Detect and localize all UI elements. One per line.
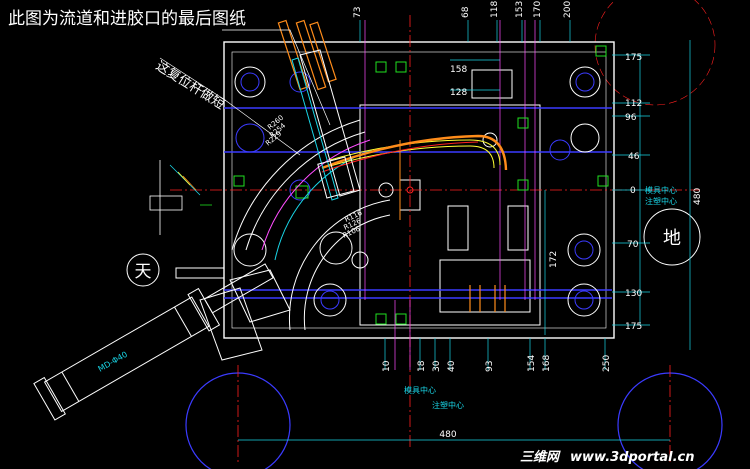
dim-bottom-168: 168 [542, 355, 552, 372]
dim-top-170: 170 [533, 1, 543, 18]
blue-bands [224, 107, 612, 299]
hydraulic-cylinder [33, 263, 291, 421]
runner [329, 139, 501, 220]
center-lines [170, 15, 700, 465]
plate-holes [233, 66, 601, 317]
title-note: 此图为流道和进胶口的最后图纸 [8, 9, 246, 29]
dim-128: 128 [450, 88, 467, 98]
dim-right-46: 46 [628, 152, 640, 162]
leader-lines [159, 29, 331, 156]
dim-top-153: 153 [515, 1, 525, 18]
dim-top-68: 68 [461, 6, 471, 18]
inject-center-right: 注塑中心 [645, 196, 677, 206]
dimension-lines [238, 20, 691, 441]
side-note: 这复位杆做短 [153, 58, 228, 113]
dim-right-130: 130 [625, 289, 642, 299]
dim-top-118: 118 [490, 1, 500, 18]
dim-width-480: 480 [439, 430, 456, 440]
background-circles [126, 0, 723, 469]
dim-bottom-18: 18 [417, 360, 427, 372]
dim-right-0: 0 [630, 186, 636, 196]
dim-right-70: 70 [627, 240, 639, 250]
dim-top-73: 73 [353, 7, 363, 18]
dim-height-480: 480 [693, 188, 703, 205]
inclined-slide [291, 49, 361, 201]
dim-right-112: 112 [625, 99, 642, 109]
cylinder-label: MD-Φ40 [97, 350, 130, 374]
mold-center-bottom: 模具中心 [404, 385, 436, 395]
dim-top-200: 200 [563, 1, 573, 18]
dim-bottom-93: 93 [485, 361, 495, 372]
sky-symbol: 天 [135, 262, 152, 282]
dim-right-175-top: 175 [625, 53, 642, 63]
dim-bottom-10: 10 [382, 360, 392, 372]
dim-172: 172 [549, 251, 559, 268]
sprue-and-pins [277, 19, 508, 312]
dim-bottom-40: 40 [447, 360, 457, 372]
dim-bottom-154: 154 [527, 355, 537, 372]
dim-158: 158 [450, 65, 467, 75]
side-detail [149, 160, 212, 235]
watermark-url: www.3dportal.cn [570, 450, 694, 465]
green-markers [233, 45, 609, 325]
watermark-brand: 三维网 [520, 449, 561, 465]
ground-symbol: 地 [663, 228, 681, 249]
dim-bottom-30: 30 [432, 360, 442, 372]
dim-bottom-250: 250 [602, 355, 612, 372]
inject-center-bottom: 注塑中心 [432, 400, 464, 410]
mold-center-right: 模具中心 [645, 185, 677, 195]
dim-right-96: 96 [625, 113, 637, 123]
dim-right-175-bottom: 175 [625, 322, 642, 332]
